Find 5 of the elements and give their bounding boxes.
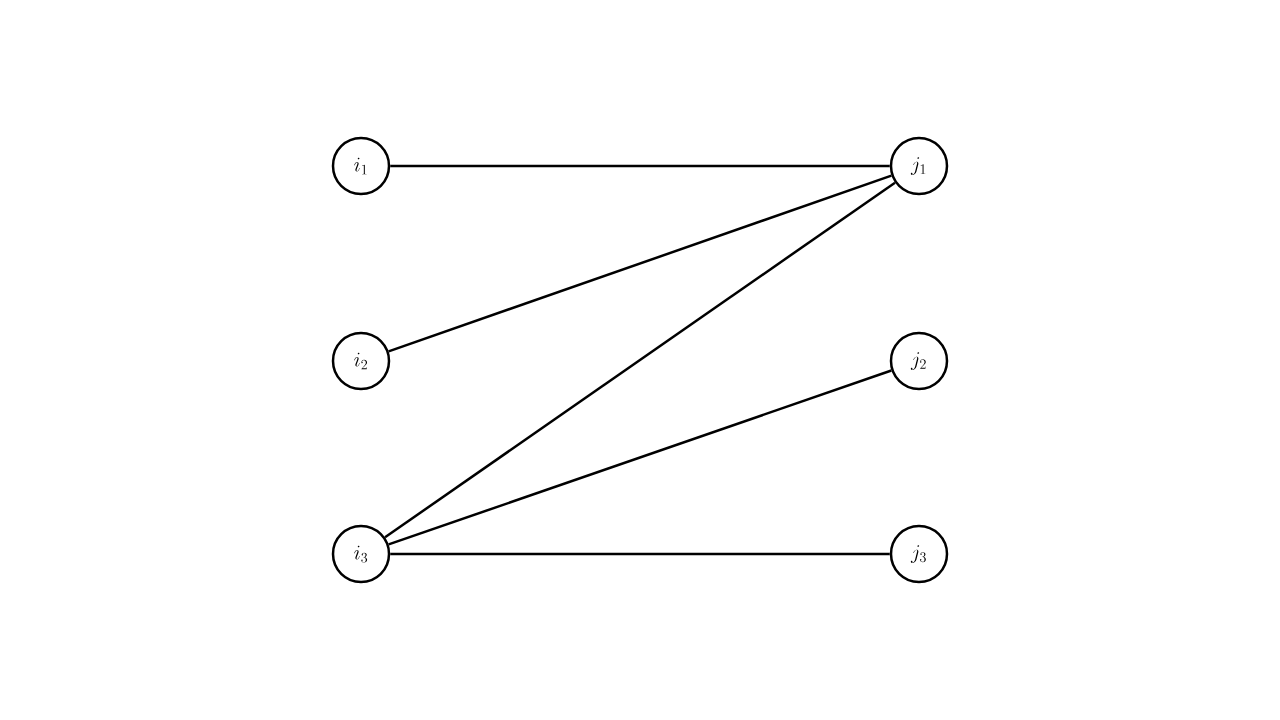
connector-line xyxy=(388,369,892,546)
connector-line xyxy=(390,552,890,556)
connector-line xyxy=(388,174,892,353)
connector-line xyxy=(390,164,890,168)
connector-line xyxy=(384,181,896,539)
